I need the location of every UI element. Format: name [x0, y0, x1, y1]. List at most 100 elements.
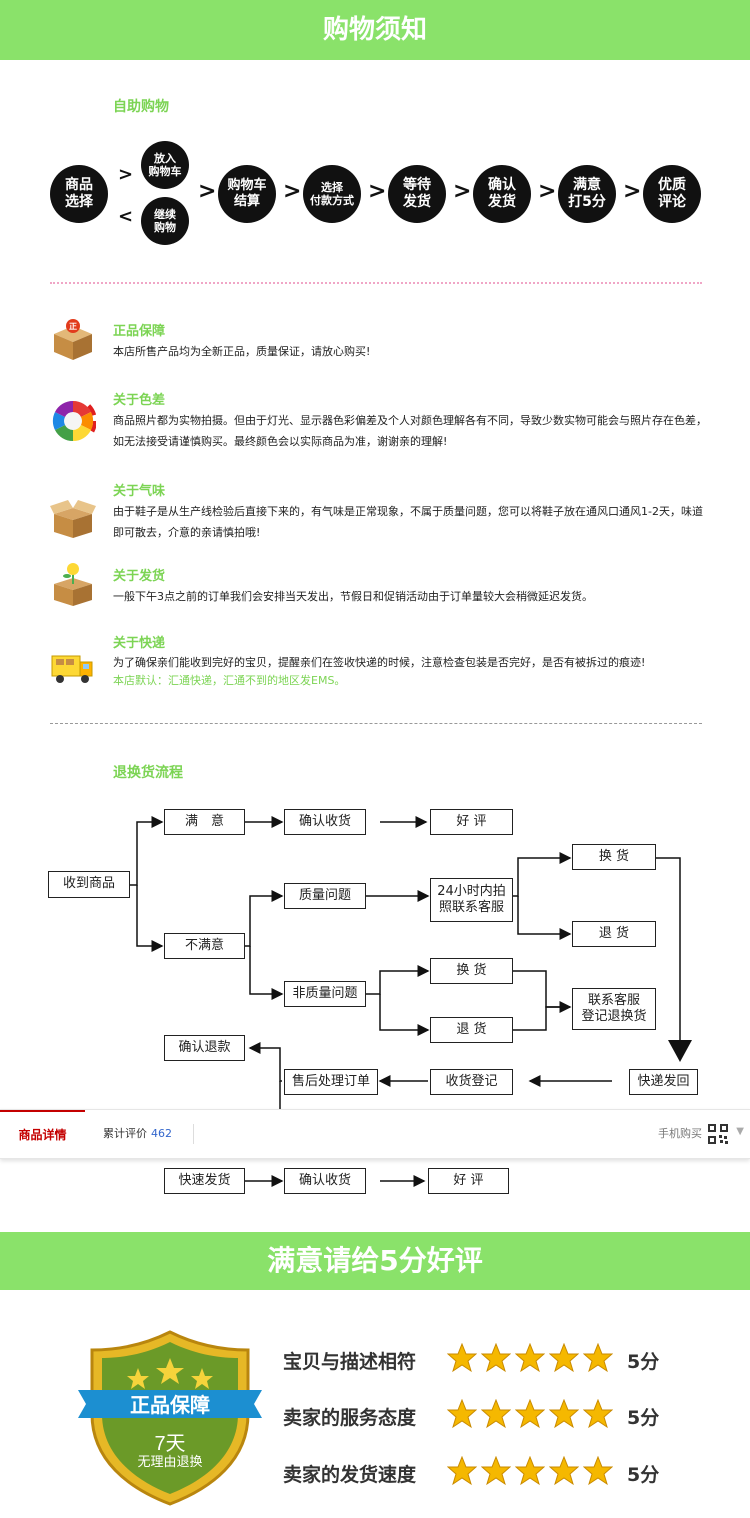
flower-box-icon	[54, 563, 92, 606]
star-icon	[583, 1456, 613, 1486]
notice-text: 商品照片都为实物拍摄。但由于灯光、显示器色彩偏差及个人对颜色理解各有不同，导致少…	[113, 414, 707, 448]
tab-divider	[193, 1124, 194, 1144]
rating-label: 卖家的服务态度	[283, 1407, 417, 1429]
returns-section-title: 退换货流程	[113, 765, 183, 781]
flow-quality-issue: 质量问题	[284, 883, 366, 909]
tab-reviews[interactable]: 累计评价 462	[103, 1110, 172, 1158]
flow-confirm-refund: 确认退款	[164, 1035, 245, 1061]
arrow-icon: >	[283, 179, 302, 204]
star-icon	[447, 1343, 477, 1373]
delivery-truck-icon	[51, 655, 93, 683]
flow-confirm-receipt: 确认收货	[284, 1168, 366, 1194]
step-payment-method: 选择 付款方式	[303, 165, 361, 223]
badge-days: 7天	[154, 1433, 185, 1455]
arrow-icon: >	[198, 179, 217, 204]
star-icon	[481, 1343, 511, 1373]
star-icon	[549, 1343, 579, 1373]
star-icon	[481, 1456, 511, 1486]
step-select-goods: 商品 选择	[50, 165, 108, 223]
badge-title: 正品保障	[130, 1393, 210, 1417]
svg-text:正: 正	[69, 322, 77, 331]
chevron-down-icon[interactable]: ▼	[736, 1126, 744, 1137]
mobile-buy-link[interactable]: 手机购买	[658, 1127, 702, 1140]
notice-title: 关于快递	[113, 636, 166, 651]
flow-satisfied: 满 意	[164, 809, 245, 835]
rating-stars	[447, 1399, 613, 1431]
flow-return: 退 货	[572, 921, 656, 947]
arrow-icon: >	[453, 179, 472, 204]
step-add-cart: 放入 购物车	[141, 141, 189, 189]
flow-after-sale: 售后处理订单	[284, 1069, 378, 1095]
flow-return: 退 货	[430, 1017, 513, 1043]
detail-tab-bar: 商品详情 累计评价 462 手机购买 ▼	[0, 1109, 750, 1159]
flow-good-review: 好 评	[428, 1168, 509, 1194]
rating-label: 宝贝与描述相符	[283, 1351, 417, 1373]
flow-connectors	[130, 816, 692, 1187]
rating-score: 5分	[627, 1464, 660, 1486]
star-icon	[583, 1343, 613, 1373]
open-box-icon	[50, 500, 96, 538]
notice-title: 正品保障	[113, 324, 166, 339]
divider	[50, 723, 702, 724]
step-wait-ship: 等待 发货	[388, 165, 446, 223]
shopping-section-title: 自助购物	[113, 99, 169, 115]
color-wheel-icon	[50, 398, 96, 444]
arrow-icon: >	[538, 179, 557, 204]
tab-product-details[interactable]: 商品详情	[0, 1110, 85, 1158]
step-confirm-ship: 确认 发货	[473, 165, 531, 223]
step-quality-review: 优质 评论	[643, 165, 701, 223]
divider	[50, 282, 702, 284]
notice-text: 为了确保亲们能收到完好的宝贝，提醒亲们在签收快递的时候，注意检查包装是否完好，是…	[113, 656, 646, 669]
rating-stars	[447, 1343, 613, 1375]
arrow-icon: >	[623, 179, 642, 204]
flow-good-review: 好 评	[430, 809, 513, 835]
notice-text: 由于鞋子是从生产线检验后直接下来的，有气味是正常现象，不属于质量问题，您可以将鞋…	[113, 505, 703, 539]
star-icon	[549, 1399, 579, 1429]
star-icon	[515, 1343, 545, 1373]
notice-title: 关于发货	[113, 569, 166, 584]
flow-confirm-receipt: 确认收货	[284, 809, 366, 835]
star-icon	[481, 1399, 511, 1429]
reviews-count: 462	[151, 1127, 172, 1140]
flow-fast-ship: 快速发货	[164, 1168, 245, 1194]
reviews-label: 累计评价	[103, 1127, 147, 1140]
genuine-box-icon: 正	[54, 319, 92, 360]
rating-banner-text: 满意请给5分好评	[267, 1244, 483, 1277]
step-cart-checkout: 购物车 结算	[218, 165, 276, 223]
flow-exchange: 换 货	[572, 844, 656, 870]
rating-label: 卖家的发货速度	[283, 1464, 417, 1486]
header-title: 购物须知	[322, 15, 427, 45]
qr-code-icon[interactable]	[708, 1124, 728, 1144]
star-icon	[515, 1399, 545, 1429]
star-icon	[447, 1399, 477, 1429]
rating-score: 5分	[627, 1407, 660, 1429]
notice-text: 一般下午3点之前的订单我们会安排当天发出，节假日和促销活动由于订单量较大会稍微延…	[113, 590, 593, 603]
badge-subtitle: 无理由退换	[137, 1454, 202, 1469]
notice-title: 关于气味	[113, 484, 166, 499]
flow-contact-service: 联系客服 登记退换货	[572, 988, 656, 1030]
header-banner: 购物须知	[0, 0, 750, 60]
notice-text: 本店所售产品均为全新正品，质量保证，请放心购买!	[113, 345, 371, 358]
flow-exchange: 换 货	[430, 958, 513, 984]
guarantee-badge: 正品保障 7天 无理由退换	[78, 1330, 262, 1506]
rating-banner: 满意请给5分好评	[0, 1232, 750, 1290]
arrow-icon: >	[368, 179, 387, 204]
tab-label: 商品详情	[18, 1128, 67, 1142]
flow-register-receipt: 收货登记	[430, 1069, 513, 1095]
notice-note: 本店默认：汇通快递，汇通不到的地区发EMS。	[113, 674, 346, 687]
flow-non-quality: 非质量问题	[284, 981, 366, 1007]
flow-express-return: 快递发回	[629, 1069, 698, 1095]
flow-photo-24h: 24小时内拍 照联系客服	[430, 878, 513, 922]
step-continue-shopping: 继续 购物	[141, 197, 189, 245]
rating-stars	[447, 1456, 613, 1488]
arrow-icon: >	[118, 164, 134, 185]
step-rate-5: 满意 打5分	[558, 165, 616, 223]
flow-unsatisfied: 不满意	[164, 933, 245, 959]
star-icon	[583, 1399, 613, 1429]
flow-received: 收到商品	[48, 871, 130, 898]
arrow-back-icon: <	[118, 206, 134, 227]
rating-score: 5分	[627, 1351, 660, 1373]
star-icon	[549, 1456, 579, 1486]
star-icon	[447, 1456, 477, 1486]
star-icon	[515, 1456, 545, 1486]
